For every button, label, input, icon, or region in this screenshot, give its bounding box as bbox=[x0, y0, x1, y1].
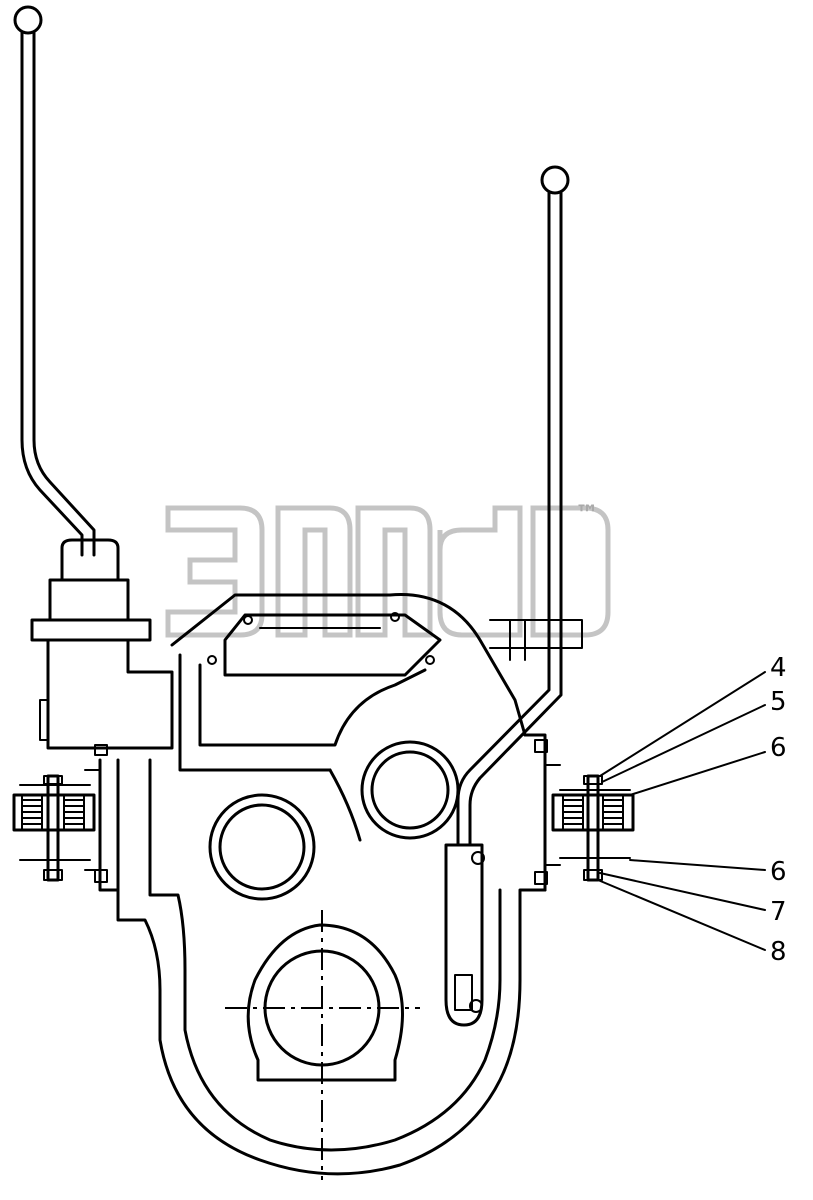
right-rubber-mount bbox=[551, 774, 635, 882]
selector-cover bbox=[170, 593, 583, 772]
shaft-stub bbox=[489, 619, 583, 649]
leader-6-top bbox=[629, 751, 766, 796]
left-lever-knob bbox=[13, 5, 43, 35]
callout-6-bottom: 6 bbox=[770, 857, 787, 887]
callout-5: 5 bbox=[770, 687, 787, 717]
output-bore-outer bbox=[246, 923, 404, 1082]
leader-4 bbox=[599, 671, 766, 777]
left-shift-lever bbox=[13, 5, 174, 750]
gearbox-housing bbox=[84, 733, 561, 1176]
gear-bores bbox=[208, 740, 460, 1180]
left-mount-bolt bbox=[46, 774, 60, 882]
right-lever-link bbox=[444, 843, 484, 1027]
upper-bore-inner bbox=[370, 750, 450, 830]
watermark-trademark: ™ bbox=[575, 500, 599, 528]
left-lever-housing bbox=[46, 638, 174, 750]
upper-bore-outer bbox=[360, 740, 460, 840]
left-bore-inner bbox=[218, 803, 306, 891]
left-bore-outer bbox=[208, 793, 316, 901]
leader-5 bbox=[601, 704, 766, 783]
callout-6-top: 6 bbox=[770, 733, 787, 763]
right-shift-lever bbox=[444, 165, 570, 1027]
left-lever-boot bbox=[60, 538, 120, 582]
right-mount-flange bbox=[523, 733, 547, 892]
callout-4: 4 bbox=[770, 653, 787, 683]
right-lever-knob bbox=[540, 165, 570, 195]
leader-6-bottom bbox=[629, 859, 766, 871]
callout-labels: 4 5 6 6 7 8 bbox=[770, 653, 787, 967]
callout-leaders bbox=[597, 671, 766, 951]
callout-8: 8 bbox=[770, 937, 787, 967]
leader-8 bbox=[597, 879, 766, 951]
left-lever-plate bbox=[30, 618, 152, 642]
left-mount-flange bbox=[98, 758, 120, 892]
leader-7 bbox=[599, 872, 766, 911]
left-rubber-mount bbox=[12, 774, 96, 882]
watermark-logo: ™ bbox=[165, 500, 611, 638]
callout-7: 7 bbox=[770, 897, 787, 927]
right-mount-bolt bbox=[586, 774, 600, 882]
